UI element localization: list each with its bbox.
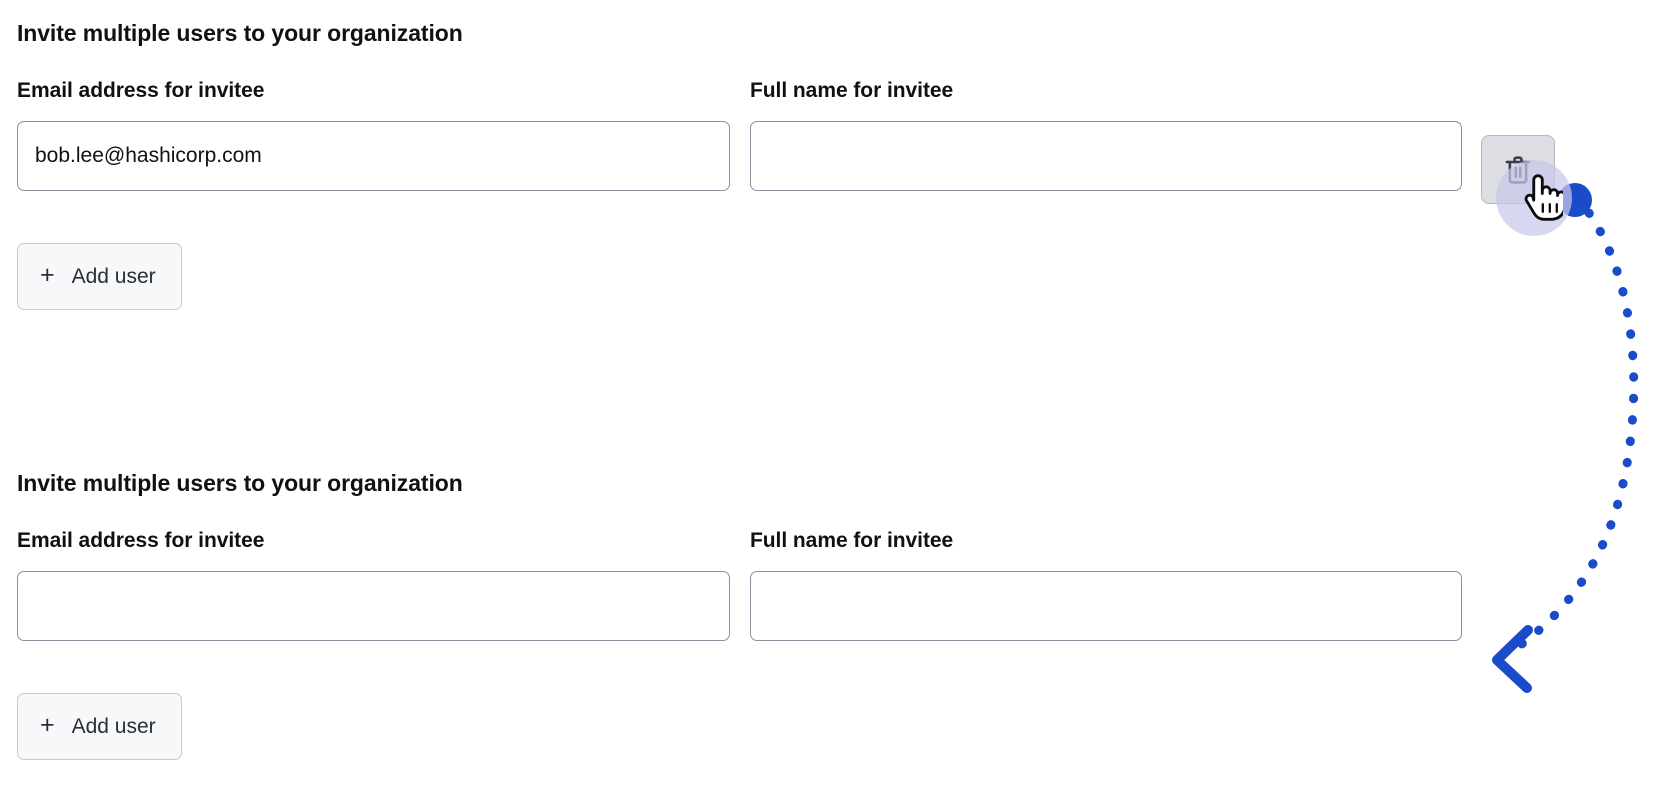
email-field-group: Email address for invitee (17, 78, 730, 191)
fields-row: Email address for invitee Full name for … (0, 528, 1672, 668)
add-user-button[interactable]: + Add user (17, 693, 182, 760)
delete-row-button[interactable] (1481, 135, 1555, 204)
section-title: Invite multiple users to your organizati… (17, 470, 463, 496)
add-user-button-label: Add user (71, 714, 156, 738)
trash-icon (1503, 154, 1533, 186)
full-name-input[interactable] (750, 571, 1462, 641)
name-field-group: Full name for invitee (750, 78, 1462, 191)
section-title: Invite multiple users to your organizati… (17, 20, 463, 46)
name-field-label: Full name for invitee (750, 529, 954, 552)
full-name-input[interactable] (750, 121, 1462, 191)
email-field-group: Email address for invitee (17, 528, 730, 641)
plus-icon: + (40, 261, 55, 289)
plus-icon: + (40, 711, 55, 739)
email-field-label: Email address for invitee (17, 529, 265, 552)
fields-row: Email address for invitee Full name for … (0, 78, 1672, 218)
add-user-button[interactable]: + Add user (17, 243, 182, 310)
email-field-label: Email address for invitee (17, 79, 265, 102)
name-field-label: Full name for invitee (750, 79, 954, 102)
add-user-button-label: Add user (71, 264, 156, 288)
email-input[interactable] (17, 571, 730, 641)
name-field-group: Full name for invitee (750, 528, 1462, 641)
email-input[interactable] (17, 121, 730, 191)
